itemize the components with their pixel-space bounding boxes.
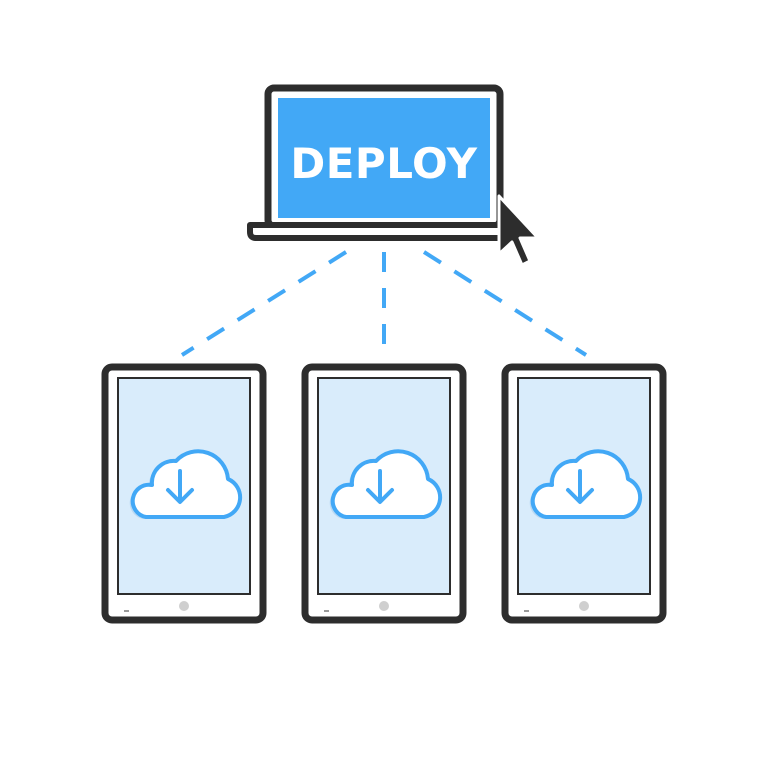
speaker-dots (124, 610, 129, 612)
connector-lines (180, 250, 588, 357)
cloud-download-icon (529, 449, 643, 519)
tablet-device (301, 363, 467, 624)
cursor-arrow-icon (497, 194, 540, 267)
connector-line-right (422, 250, 588, 357)
cloud-shape (530, 449, 643, 519)
speaker-dots (524, 610, 529, 612)
tablet-device (101, 363, 267, 624)
connector-line-left (180, 250, 348, 357)
download-arrow-icon (566, 469, 594, 504)
cloud-shape (330, 449, 443, 519)
cloud-download-icon (129, 449, 243, 519)
download-arrow-icon (366, 469, 394, 504)
speaker-dots (324, 610, 329, 612)
home-button (179, 601, 189, 611)
laptop-icon: DEPLOY (247, 84, 521, 241)
laptop-screen (278, 98, 490, 218)
home-button (379, 601, 389, 611)
device-group (101, 363, 667, 624)
laptop-base (247, 222, 521, 241)
download-arrow-icon (166, 469, 194, 504)
deploy-button-label[interactable]: DEPLOY (290, 139, 477, 188)
cloud-download-icon (329, 449, 443, 519)
cloud-shape (130, 449, 243, 519)
tablet-device (501, 363, 667, 624)
home-button (579, 601, 589, 611)
